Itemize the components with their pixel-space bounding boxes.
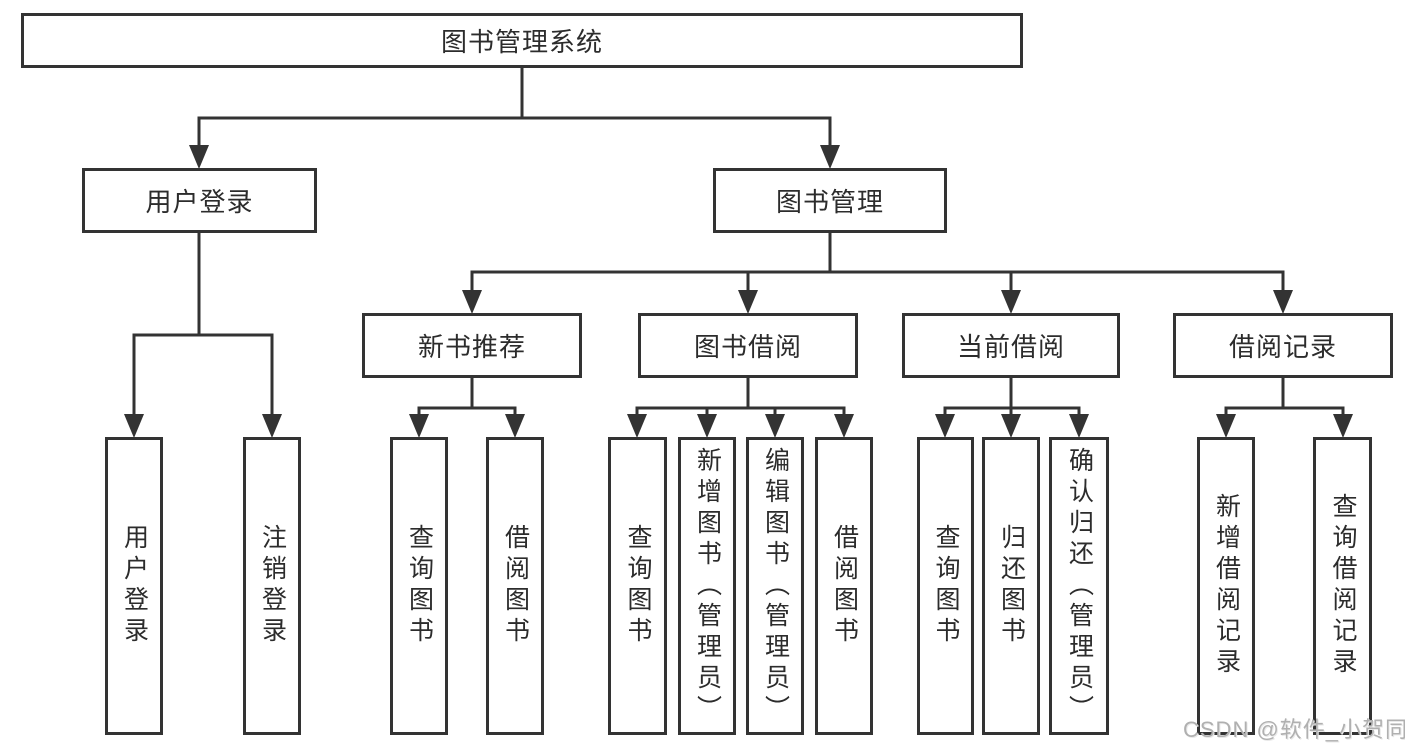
node-label: 查询图书: [624, 524, 652, 648]
node-label: 新增借阅记录: [1212, 493, 1241, 679]
leaf-borrow-books-recommend: 借阅图书: [486, 437, 544, 735]
node-book-management: 图书管理: [713, 168, 947, 233]
node-label: 查询借阅记录: [1329, 493, 1357, 679]
leaf-add-book-admin: 新增图书（管理员）: [678, 437, 736, 735]
node-label: 查询图书: [405, 524, 434, 648]
node-user-login: 用户登录: [82, 168, 317, 233]
node-label: 新书推荐: [417, 332, 526, 362]
node-label: 图书管理系统: [440, 27, 603, 57]
node-label: 图书管理: [775, 187, 884, 217]
node-current-borrowing: 当前借阅: [902, 313, 1120, 378]
leaf-edit-book-admin: 编辑图书（管理员）: [746, 437, 804, 735]
node-label: 当前借阅: [956, 332, 1065, 362]
leaf-query-borrow-record: 查询借阅记录: [1313, 437, 1372, 735]
leaf-return-book: 归还图书: [982, 437, 1040, 735]
node-new-book-recommendation: 新书推荐: [362, 313, 582, 378]
node-label: 编辑图书（管理员）: [761, 446, 790, 726]
node-label: 借阅记录: [1228, 332, 1337, 362]
leaf-user-login: 用户登录: [105, 437, 163, 735]
node-book-borrowing: 图书借阅: [638, 313, 858, 378]
node-label: 新增图书（管理员）: [693, 446, 722, 726]
node-label: 注销登录: [258, 524, 287, 648]
leaf-add-borrow-record: 新增借阅记录: [1197, 437, 1255, 735]
node-label: 图书借阅: [693, 332, 802, 362]
node-label: 确认归还（管理员）: [1065, 446, 1094, 726]
node-label: 查询图书: [932, 524, 960, 648]
leaf-logout: 注销登录: [243, 437, 301, 735]
csdn-watermark: CSDN @软件_小贺同学: [1183, 717, 1405, 742]
node-label: 用户登录: [145, 187, 254, 217]
node-borrowing-records: 借阅记录: [1173, 313, 1393, 378]
leaf-query-books-borrow: 查询图书: [608, 437, 667, 735]
leaf-confirm-return-admin: 确认归还（管理员）: [1049, 437, 1109, 735]
leaf-borrow-books: 借阅图书: [815, 437, 873, 735]
leaf-query-books-recommend: 查询图书: [390, 437, 448, 735]
node-label: 借阅图书: [501, 524, 530, 648]
node-library-management-system: 图书管理系统: [21, 13, 1023, 68]
node-label: 借阅图书: [830, 524, 859, 648]
node-label: 归还图书: [997, 524, 1026, 648]
node-label: 用户登录: [120, 524, 149, 648]
leaf-query-books-current: 查询图书: [917, 437, 974, 735]
